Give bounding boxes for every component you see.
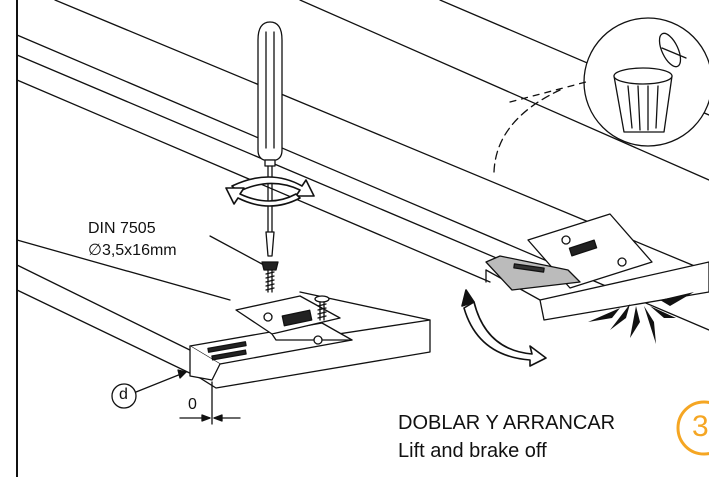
screw-small: [314, 295, 330, 321]
hinge-bracket-left: [189, 295, 353, 381]
screw-size-label: ∅3,5x16mm: [88, 242, 177, 259]
right-board: [485, 261, 709, 321]
screw-standard-label: DIN 7505: [88, 220, 156, 237]
screwdriver-icon: [257, 21, 283, 257]
hinge-bracket-right: [485, 213, 653, 291]
screw-main: [261, 261, 279, 293]
step-title-es: DOBLAR Y ARRANCAR: [398, 412, 616, 434]
screw-leader-line: [209, 235, 263, 265]
dimension-zero: [179, 381, 241, 425]
step-title-en: Lift and brake off: [398, 440, 547, 462]
break-off-arrow-icon: [461, 289, 547, 367]
step-number: 3: [692, 410, 709, 443]
dimension-d-label: d: [119, 386, 128, 403]
break-marks: [588, 292, 694, 344]
rotation-arrow-icon: [225, 176, 315, 207]
front-board: [16, 239, 431, 389]
step-badge-ring: [676, 400, 709, 456]
dimension-zero-label: 0: [188, 396, 197, 413]
waste-bin-callout: [493, 17, 709, 173]
waste-bin-icon: [613, 32, 687, 133]
dimension-d: [111, 369, 187, 409]
